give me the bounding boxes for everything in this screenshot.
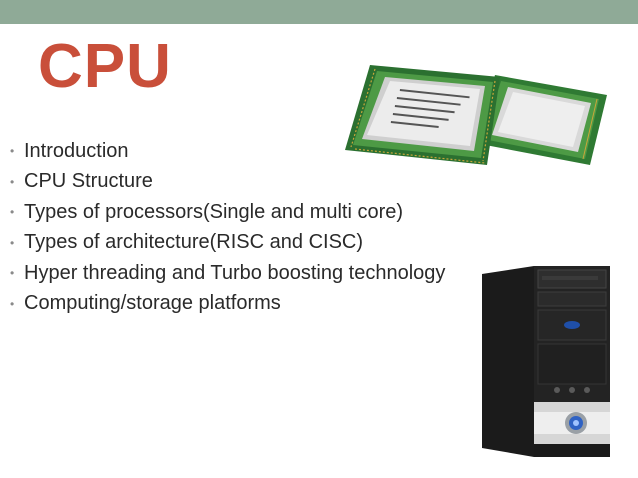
bullet-text: CPU Structure — [24, 170, 153, 193]
bullet-marker: • — [10, 266, 15, 281]
bullet-text: Computing/storage platforms — [24, 292, 281, 315]
desktop-tower-icon — [482, 266, 610, 457]
slide-title: CPU — [38, 32, 172, 101]
bullet-item: • CPU Structure — [8, 167, 445, 198]
bullet-marker: • — [10, 235, 15, 250]
bullet-marker: • — [10, 144, 15, 159]
bullet-list: • Introduction • CPU Structure • Types o… — [8, 136, 445, 319]
bullet-text: Hyper threading and Turbo boosting techn… — [24, 261, 446, 284]
bullet-marker: • — [10, 205, 15, 220]
bullet-item: • Computing/storage platforms — [8, 289, 445, 320]
bullet-text: Types of processors(Single and multi cor… — [24, 200, 404, 223]
bullet-item: • Hyper threading and Turbo boosting tec… — [8, 258, 445, 289]
cpu-chips-icon — [345, 65, 607, 165]
bullet-item: • Introduction — [8, 136, 445, 167]
bullet-item: • Types of architecture(RISC and CISC) — [8, 228, 445, 259]
cpu-chip-back — [475, 75, 607, 165]
cpu-chip-front — [345, 65, 500, 165]
bullet-text: Types of architecture(RISC and CISC) — [24, 231, 364, 254]
top-accent-band — [0, 0, 638, 24]
bullet-item: • Types of processors(Single and multi c… — [8, 197, 445, 228]
bullet-marker: • — [10, 296, 15, 311]
bullet-text: Introduction — [24, 139, 129, 162]
bullet-marker: • — [10, 174, 15, 189]
